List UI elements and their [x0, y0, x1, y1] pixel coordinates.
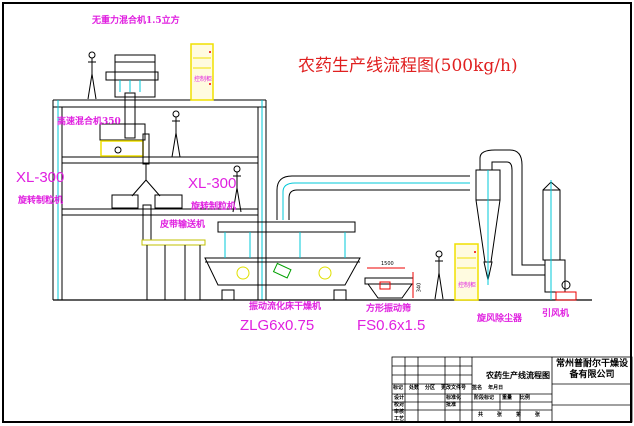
title-block-drawing-name: 农药生产线流程图 — [486, 370, 550, 380]
fan-label: 引风机 — [542, 309, 570, 319]
title-block-header: 标记 处数 分区 更改文件号 签名 年月日 — [393, 386, 503, 391]
header-cell: 更改文件号 — [441, 385, 467, 391]
ductwork — [276, 149, 545, 276]
high-speed-mixer-label: 高速混合机350 — [57, 117, 121, 127]
granulator-right-model: XL-300 — [188, 175, 237, 192]
title-block-company: 常州普耐尔干燥设备有限公司 — [555, 359, 628, 380]
sheet-cell: 张 — [535, 412, 541, 418]
granulator-right-label: 旋转制粒机 — [191, 202, 237, 212]
role-cell: 设计 — [394, 395, 405, 401]
screen-length-dimension: 1500 — [381, 261, 394, 267]
header-cell: 年月日 — [488, 385, 504, 391]
header-cell: 标记 — [393, 385, 404, 391]
control-cabinet-top-label: 控制柜 — [194, 76, 213, 83]
sheet-cell: 第 — [516, 412, 522, 418]
sheet-cell: 共 — [478, 412, 484, 418]
control-cabinet-bottom-label: 控制柜 — [458, 282, 477, 289]
stage-cell: 阶段标记 — [474, 395, 495, 401]
granulators — [111, 164, 183, 241]
gravity-mixer — [105, 54, 159, 139]
screen-model: FS0.6x1.5 — [357, 317, 426, 334]
belt-conveyor-label: 皮带输送机 — [160, 220, 206, 230]
dryer-model: ZLG6x0.75 — [240, 317, 315, 334]
dryer-label: 振动流化床干燥机 — [249, 302, 322, 312]
building-frame — [52, 99, 267, 300]
title-block — [391, 356, 633, 423]
role-cell: 校对 — [394, 402, 405, 408]
high-speed-mixer — [99, 123, 150, 165]
title-block-roles: 设计 校对 审核 工艺 — [394, 395, 404, 423]
header-cell: 处数 — [409, 385, 420, 391]
header-cell: 签名 — [472, 385, 483, 391]
granulator-left-label: 旋转制粒机 — [18, 196, 64, 206]
vibrating-screen — [364, 267, 414, 299]
title-block-roles2: 标准化 批准 — [446, 395, 461, 409]
fan-and-stack — [542, 180, 577, 301]
control-cabinet-bottom — [454, 243, 479, 301]
stage-cell: 重量 — [502, 395, 513, 401]
fluid-bed-dryer — [204, 221, 361, 301]
stage-cell: 比例 — [520, 395, 531, 401]
sheet-cell: 张 — [497, 412, 503, 418]
role-cell: 工艺 — [394, 416, 405, 422]
granulator-left-model: XL-300 — [16, 169, 65, 186]
role-cell: 审核 — [394, 409, 405, 415]
cyclone — [475, 169, 501, 285]
title-block-stage: 阶段标记 重量 比例 — [474, 396, 530, 401]
role-cell: 批准 — [446, 402, 457, 408]
belt-conveyor — [141, 239, 206, 300]
gravity-mixer-label: 无重力混合机1.5立方 — [92, 16, 180, 26]
drawing-title: 农药生产线流程图(500kg/h) — [298, 56, 518, 76]
header-cell: 分区 — [425, 385, 436, 391]
title-block-sheets: 共 张 第 张 — [478, 413, 540, 418]
screen-label: 方形振动筛 — [366, 304, 412, 314]
cyclone-label: 旋风除尘器 — [477, 314, 523, 324]
control-cabinet-top — [190, 43, 214, 101]
operator-figures — [87, 51, 444, 300]
role-cell: 标准化 — [446, 395, 462, 401]
screen-height-dimension: 340 — [416, 282, 423, 293]
